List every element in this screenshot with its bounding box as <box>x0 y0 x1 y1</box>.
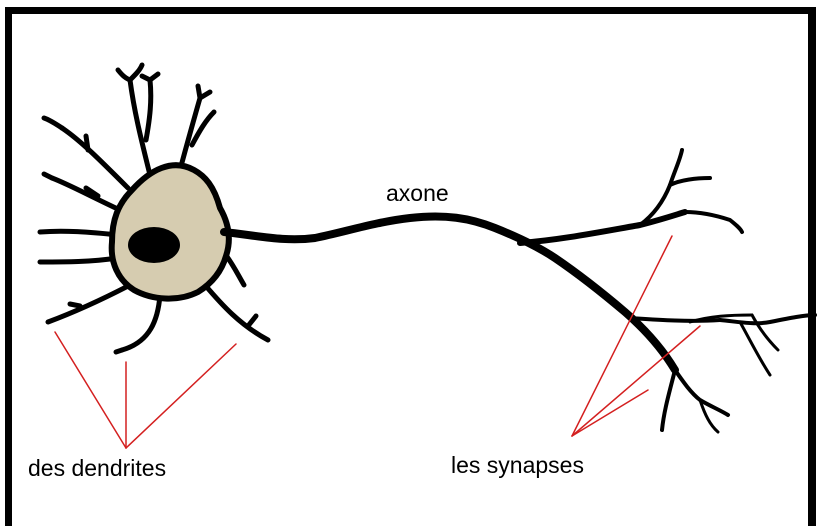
cell-nucleus <box>128 227 180 263</box>
dendrites-label: des dendrites <box>28 457 166 480</box>
axon-label: axone <box>386 182 449 205</box>
dendrite-pointer-right <box>126 344 236 448</box>
synapses-label: les synapses <box>451 454 584 477</box>
axon <box>224 150 815 432</box>
dendrite-pointer-left <box>55 332 126 448</box>
